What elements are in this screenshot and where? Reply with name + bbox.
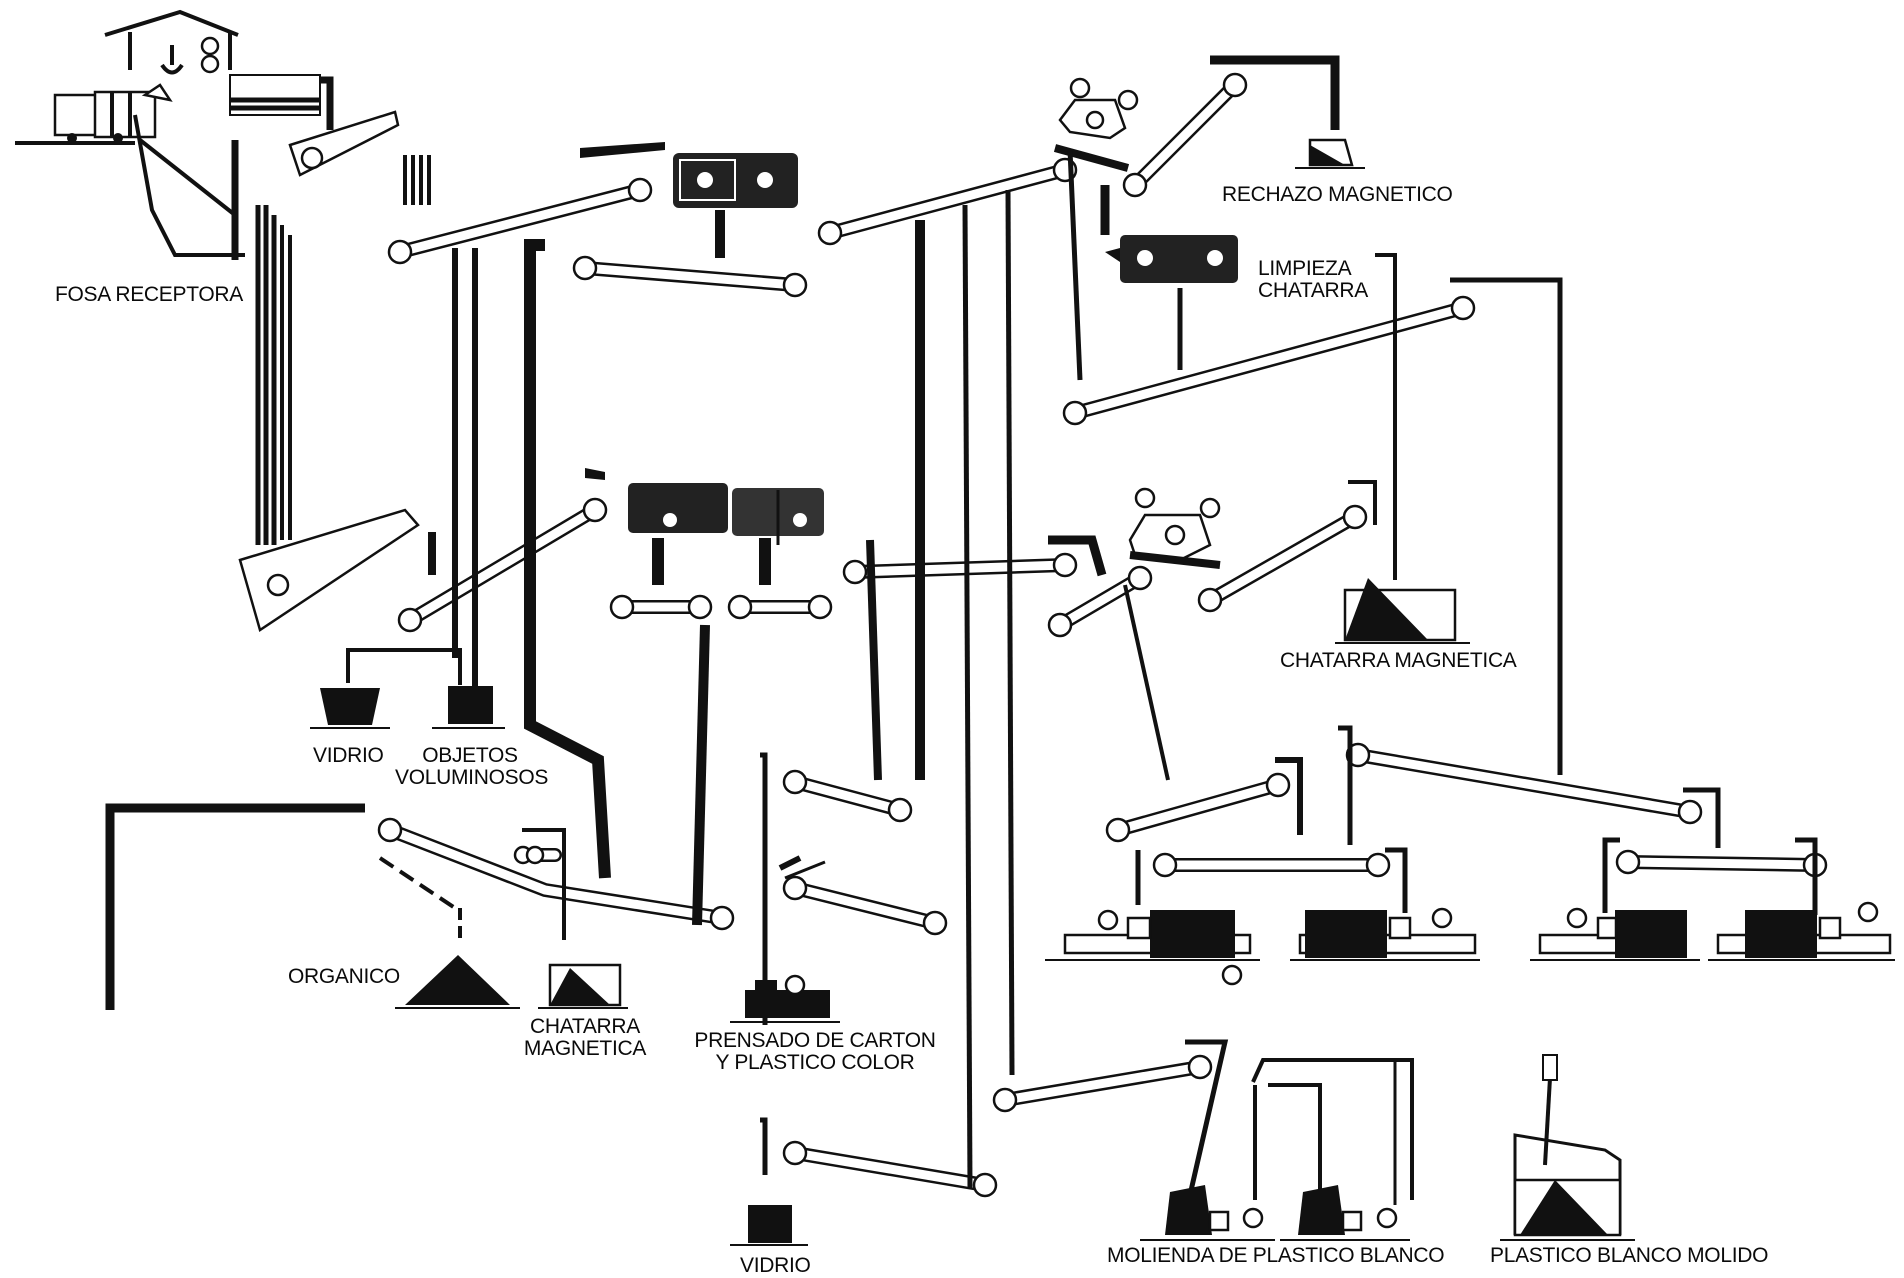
label-chatarra: CHATARRA: [1258, 279, 1368, 302]
objetos-bin: [432, 686, 505, 729]
label-organico: ORGANICO: [288, 965, 400, 988]
top-feeder: [229, 74, 334, 130]
pit-feed-chutes: [255, 205, 292, 545]
label-rechazo-magnetico: RECHAZO MAGNETICO: [1222, 183, 1453, 206]
baler-press: [730, 974, 840, 1023]
label-prensado: PRENSADO DE CARTON: [694, 1029, 936, 1052]
receiving-pit: [133, 114, 245, 260]
magnetic-separator-top: [1053, 77, 1139, 172]
reception-building: [104, 9, 239, 75]
trommel-screen-top: [580, 142, 798, 258]
magnetic-separator-right: [1128, 487, 1221, 569]
ground-plastic-storage: [1500, 1133, 1635, 1241]
garbage-truck-icon: [15, 83, 173, 145]
trommel-screen-middle: [585, 468, 824, 585]
plastic-grinders: [1140, 1185, 1410, 1241]
label-molienda: MOLIENDA DE PLASTICO BLANCO: [1107, 1244, 1445, 1267]
rechazo-magnetico-bin: [1295, 138, 1365, 169]
chutes: [105, 55, 1818, 1205]
label-chatarra-magnetica-right: CHATARRA MAGNETICA: [1280, 649, 1517, 672]
balers-right: [1045, 901, 1895, 986]
label-vidrio-top: VIDRIO: [313, 744, 384, 767]
conveyor-belts: [377, 72, 1828, 1198]
label-plastico-molido: PLASTICO BLANCO MOLIDO: [1490, 1244, 1769, 1267]
organic-pile: [395, 955, 520, 1009]
inclined-belt-2: [238, 508, 420, 632]
inclined-belt-1: [288, 110, 400, 177]
label-fosa-receptora: FOSA RECEPTORA: [55, 283, 243, 306]
trommel-screen-limpieza: [1105, 235, 1238, 283]
label-limpieza: LIMPIEZA: [1258, 257, 1352, 280]
label-plastico-color: Y PLASTICO COLOR: [715, 1051, 915, 1074]
vidrio-bottom-bin: [730, 1205, 808, 1246]
vidrio-top-bin: [310, 688, 390, 729]
feeder-bars: [403, 155, 431, 205]
chatarra-left-container: [538, 963, 628, 1009]
label-chatarra-left: CHATARRA: [530, 1015, 640, 1038]
label-voluminosos: VOLUMINOSOS: [395, 766, 549, 789]
label-objetos: OBJETOS: [422, 744, 518, 767]
label-vidrio-bottom: VIDRIO: [740, 1254, 811, 1277]
chatarra-right-container: [1335, 578, 1470, 644]
label-magnetica-left: MAGNETICA: [523, 1037, 647, 1060]
